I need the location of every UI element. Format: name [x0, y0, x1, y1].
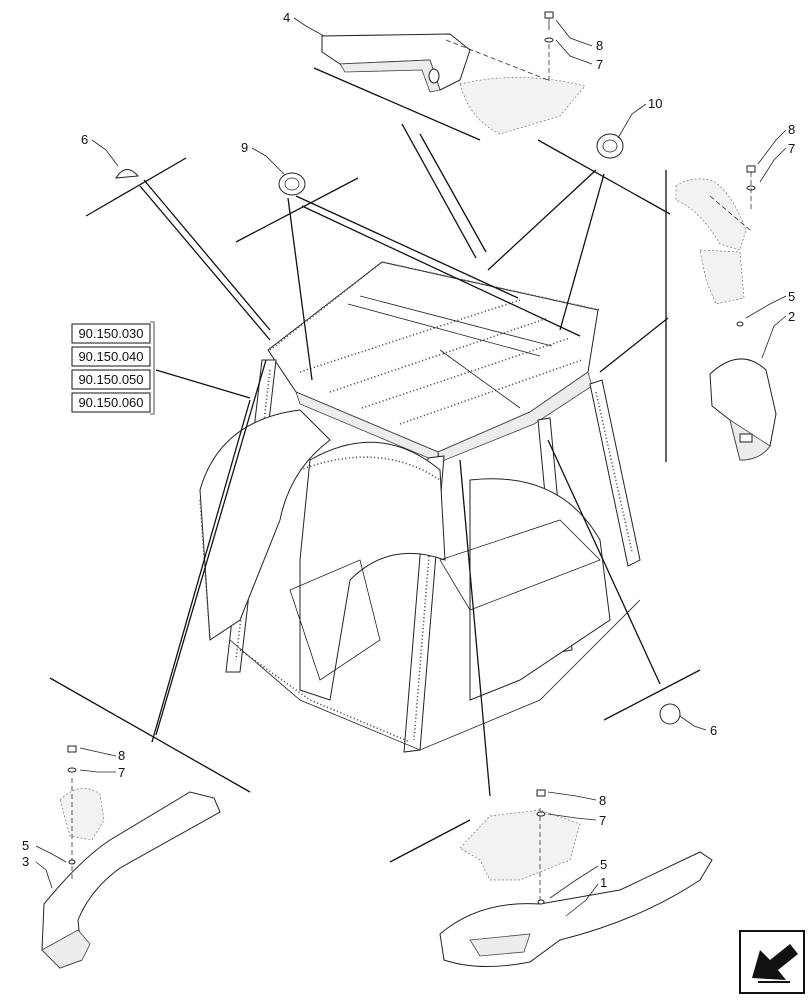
part-2-trim [675, 178, 777, 461]
plug-6-top [115, 169, 140, 179]
plug-6-right [659, 703, 681, 725]
callout-labels: 4 8 7 10 6 9 8 7 5 2 6 8 7 5 3 8 7 5 1 [22, 10, 795, 890]
callout-7-left: 7 [118, 765, 125, 780]
callout-7-top: 7 [596, 57, 603, 72]
callout-6-top: 6 [81, 132, 88, 147]
callout-9: 9 [241, 140, 248, 155]
callout-6-right: 6 [710, 723, 717, 738]
callout-2: 2 [788, 309, 795, 324]
cab-frame [199, 261, 641, 753]
callout-10: 10 [648, 96, 662, 111]
reference-link[interactable]: 90.150.030 [78, 326, 143, 341]
callout-8-left: 8 [118, 748, 125, 763]
screw-8-top [544, 11, 554, 84]
callout-8-top: 8 [596, 38, 603, 53]
screw-8-left [67, 745, 77, 865]
reference-link[interactable]: 90.150.040 [78, 349, 143, 364]
callout-7-bottom: 7 [599, 813, 606, 828]
callout-8-bottom: 8 [599, 793, 606, 808]
grommet-10 [596, 133, 624, 159]
callout-8-right: 8 [788, 122, 795, 137]
callout-3: 3 [22, 854, 29, 869]
reference-link[interactable]: 90.150.060 [78, 395, 143, 410]
screw-8-bottom [536, 789, 546, 905]
reference-boxes: 90.150.030 90.150.040 90.150.050 90.150.… [71, 321, 155, 415]
reference-link[interactable]: 90.150.050 [78, 372, 143, 387]
arrow-navigation-icon[interactable] [739, 930, 805, 994]
grommet-9 [278, 172, 306, 196]
callout-5-left: 5 [22, 838, 29, 853]
part-3-trim [41, 778, 221, 969]
screw-8-right [736, 165, 756, 327]
projection-lines [49, 67, 701, 863]
callout-5-bottom: 5 [600, 857, 607, 872]
part-1-trim [439, 808, 713, 967]
callout-leaders [35, 17, 787, 917]
callout-4-top: 4 [283, 10, 290, 25]
callout-5-right: 5 [788, 289, 795, 304]
callout-7-right: 7 [788, 141, 795, 156]
part-4-trim [321, 33, 586, 135]
callout-1: 1 [600, 875, 607, 890]
